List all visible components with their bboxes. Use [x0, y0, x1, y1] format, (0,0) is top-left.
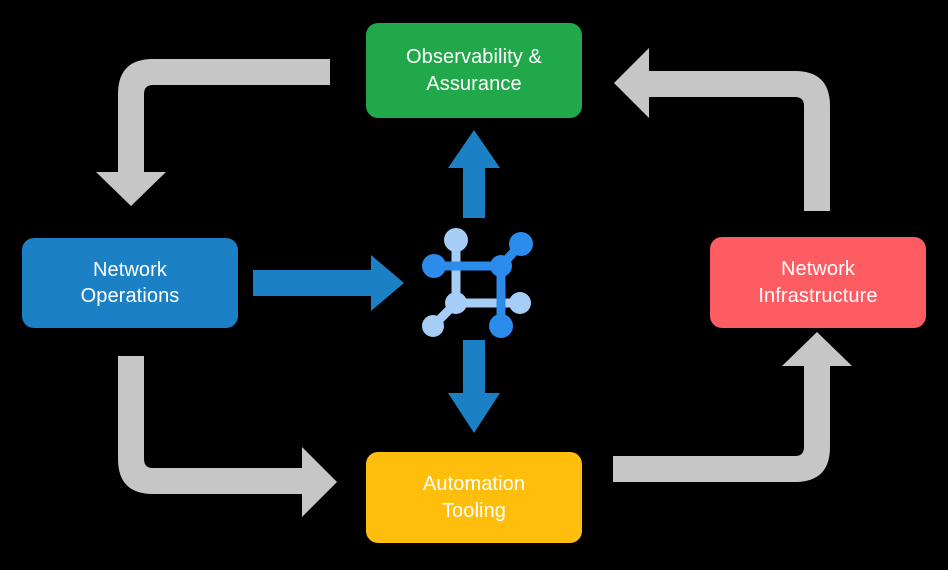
node-label: Automation Tooling	[422, 473, 526, 522]
connector-operations-to-center	[253, 255, 404, 311]
network-topology-icon	[422, 228, 533, 338]
connector-center-to-observability	[448, 130, 500, 218]
node-label: Network Infrastructure	[758, 258, 878, 307]
node-label: Network Operations	[80, 258, 180, 307]
node-observability-and-assurance[interactable]: Observability & Assurance	[366, 23, 582, 118]
connector-observability-to-operations	[96, 59, 330, 206]
node-network-operations[interactable]: Network Operations	[22, 238, 238, 328]
connector-infrastructure-to-observability	[614, 48, 830, 211]
connector-center-to-automation	[448, 340, 500, 433]
connector-operations-to-automation	[118, 356, 337, 517]
node-network-infrastructure[interactable]: Network Infrastructure	[710, 237, 926, 328]
connector-automation-to-infrastructure	[613, 332, 852, 482]
node-automation-tooling[interactable]: Automation Tooling	[366, 452, 582, 543]
node-label: Observability & Assurance	[406, 46, 542, 95]
